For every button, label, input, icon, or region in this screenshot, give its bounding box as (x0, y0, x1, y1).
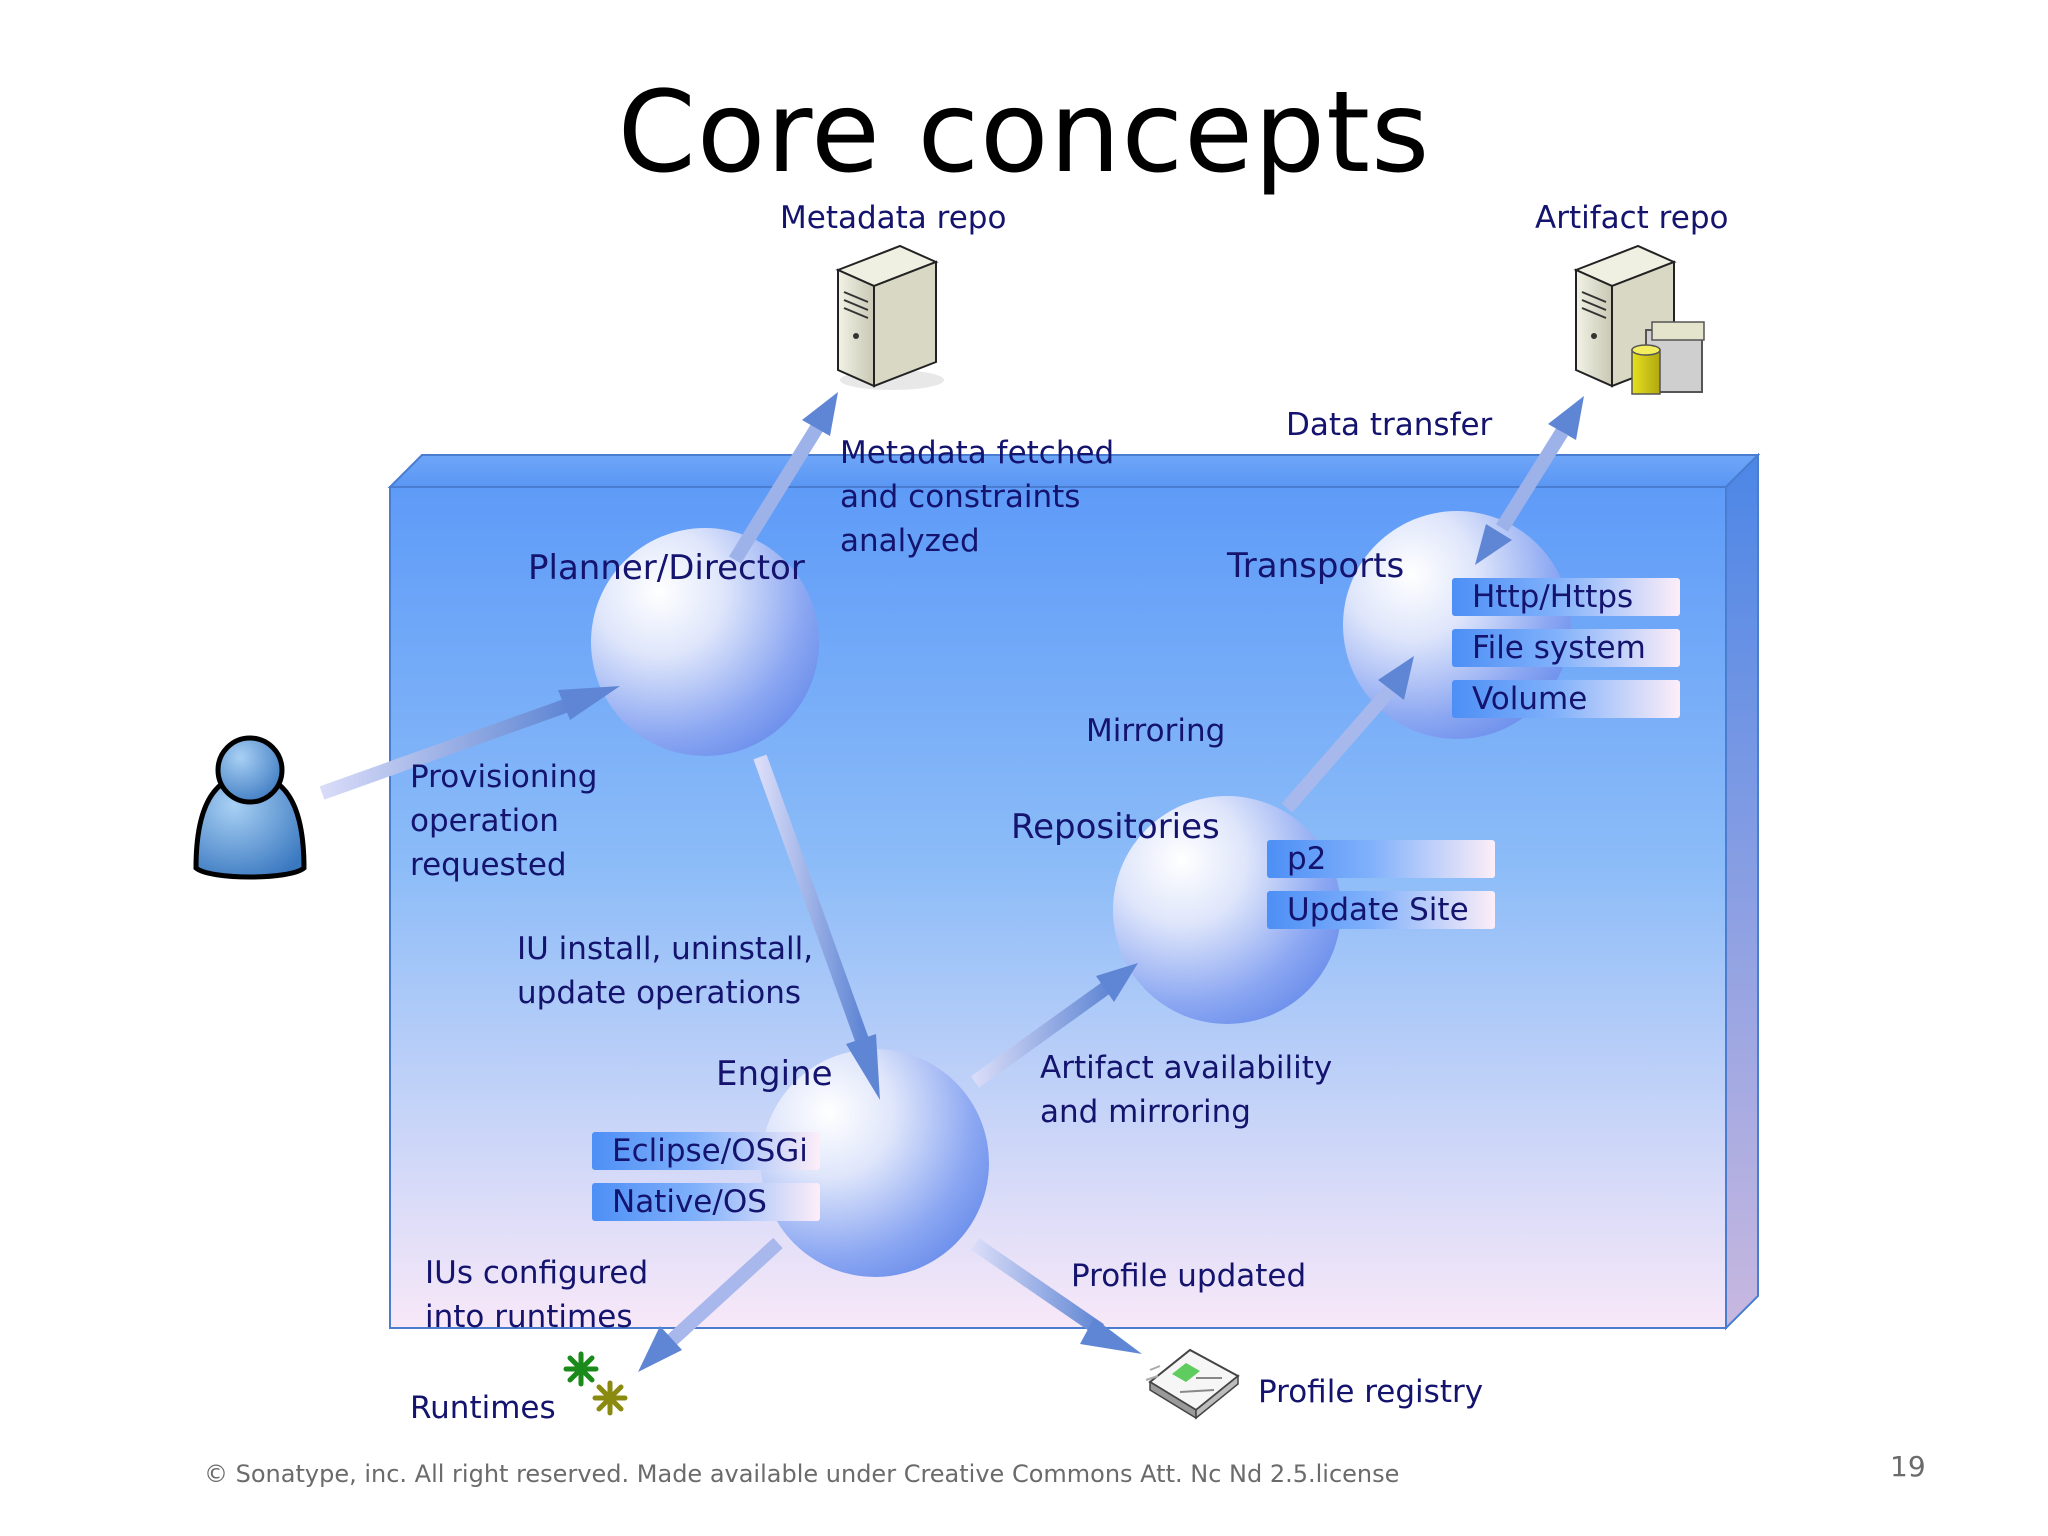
ius-configured-label: IUs configured into runtimes (425, 1255, 649, 1335)
user-icon (193, 735, 307, 880)
transports-label: Transports (1227, 546, 1405, 586)
profile-updated-label: Profile updated (1071, 1258, 1307, 1294)
arrow-provisioning (319, 686, 620, 800)
arrow-data-transfer (1475, 396, 1584, 565)
server-icon (835, 244, 944, 390)
transport-tag-volume: Volume (1452, 680, 1680, 718)
flow-arrows (319, 392, 1584, 1372)
arrow-mirroring (1281, 656, 1414, 813)
footer-copyright: © Sonatype, inc. All right reserved. Mad… (204, 1460, 1400, 1488)
runtimes-label: Runtimes (410, 1390, 556, 1426)
mirroring-label: Mirroring (1086, 713, 1226, 749)
arrow-runtimes (638, 1237, 783, 1372)
profile-registry-label: Profile registry (1258, 1374, 1484, 1410)
data-transfer-label: Data transfer (1286, 407, 1493, 443)
arrow-iu-operations (753, 754, 880, 1100)
engine-tag-eclipse: Eclipse/OSGi (592, 1132, 820, 1170)
transport-tag-filesystem: File system (1452, 629, 1680, 667)
iu-operations-label: IU install, uninstall, update operations (517, 931, 814, 1011)
repository-tag-p2: p2 (1267, 840, 1495, 878)
arrow-artifact-availability (970, 963, 1138, 1088)
box-side-face (1725, 452, 1759, 1331)
artifact-availability-label: Artifact availability and mirroring (1040, 1050, 1333, 1130)
provisioning-label: Provisioning operation requested (410, 759, 598, 883)
arrow-profile-updated (971, 1238, 1142, 1354)
engine-tag-native: Native/OS (592, 1183, 820, 1221)
page-title: Core concepts (617, 68, 1431, 198)
planner-label: Planner/Director (528, 548, 805, 588)
page-number: 19 (1890, 1450, 1926, 1483)
server-database-icon (1573, 244, 1705, 395)
document-registry-icon (1145, 1348, 1240, 1420)
gear-asterisk-icon (563, 1351, 628, 1416)
artifact-repo-label: Artifact repo (1535, 200, 1729, 236)
arrow-metadata (729, 392, 838, 564)
repository-tag-update-site: Update Site (1267, 891, 1495, 929)
metadata-repo-label: Metadata repo (780, 200, 1007, 236)
repositories-label: Repositories (1011, 807, 1220, 847)
metadata-fetched-label: Metadata fetched and constraints analyze… (840, 435, 1115, 559)
transport-tag-http: Http/Https (1452, 578, 1680, 616)
engine-label: Engine (716, 1054, 833, 1094)
planner-sphere (591, 528, 819, 756)
